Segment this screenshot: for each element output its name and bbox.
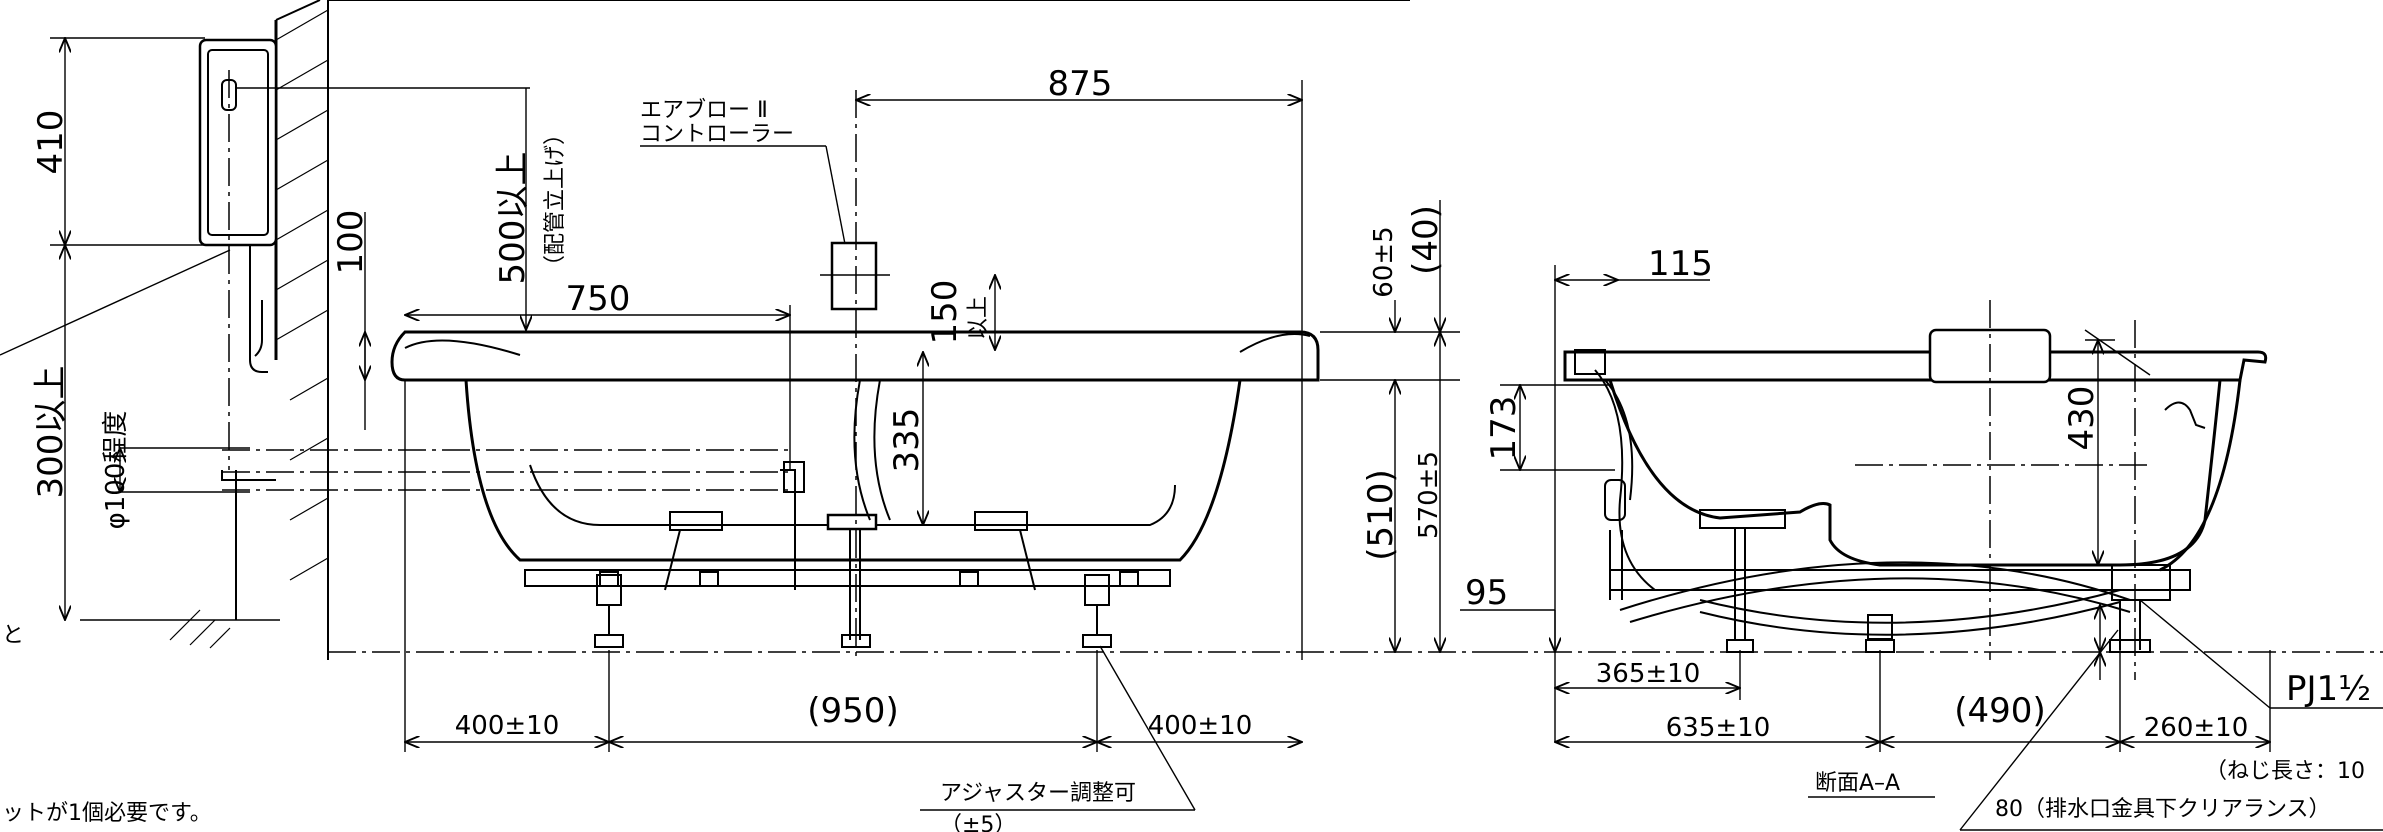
section-dimensions: 115 173 430 365±10 635±10 (490) 260±10: [1484, 244, 2270, 752]
dim-365: 365±10: [1596, 659, 1701, 689]
label-screw-length: （ねじ長さ：10: [2205, 759, 2365, 784]
dim-430: 430: [2062, 386, 2102, 451]
controller-box: [80, 38, 280, 621]
dim-490: (490): [1954, 691, 2045, 731]
dim-570: 570±5: [1414, 451, 1444, 539]
label-clearance: 80（排水口金具下クリアランス）: [1995, 797, 2331, 822]
legs-main: [594, 574, 1112, 648]
left-dimensions: 410 300以上 φ100程度 と ットが1個必要です。: [0, 38, 231, 826]
dim-410: 410: [31, 110, 71, 175]
dim-60: 60±5: [1369, 226, 1399, 297]
section-callouts: 断面A–A PJ1½ （ねじ長さ：10 80（排水口金具下クリアランス）: [1808, 599, 2383, 831]
dim-40: (40): [1406, 205, 1446, 275]
label-section: 断面A–A: [1815, 771, 1900, 796]
label-adjuster: アジャスター調整可: [940, 781, 1136, 806]
dim-635: 635±10: [1666, 713, 1771, 743]
dim-335: 335: [887, 408, 927, 473]
note-to: と: [2, 623, 24, 648]
label-controller-line2: コントローラー: [640, 122, 794, 147]
dim-115: 115: [1648, 244, 1713, 284]
dim-500-note: （配管立上げ）: [543, 123, 568, 277]
dim-510: (510): [1361, 469, 1401, 560]
dim-260: 260±10: [2144, 713, 2249, 743]
dim-150-note: 以上: [966, 296, 991, 340]
controller-label: エアブロー Ⅱ コントローラー: [640, 98, 846, 245]
dim-875: 875: [1048, 64, 1113, 104]
dim-400-left: 400±10: [455, 711, 560, 741]
center-dimensions: 875 500以上 （配管立上げ） 750 100 150 以上 335 60±…: [236, 64, 1555, 752]
section-view: [1500, 300, 2383, 680]
supply-pipes: [120, 447, 790, 493]
dim-150: 150: [925, 280, 965, 345]
dim-phi100: φ100程度: [101, 411, 131, 530]
label-adjuster-range: （±5）: [940, 813, 1016, 832]
dim-100: 100: [331, 210, 371, 275]
dim-300: 300以上: [31, 366, 71, 499]
bathtub-main: [390, 241, 1320, 562]
dim-95: 95: [1465, 573, 1508, 613]
dim-173: 173: [1484, 396, 1524, 461]
dim-400-right: 400±10: [1148, 711, 1253, 741]
label-controller-line1: エアブロー Ⅱ: [640, 98, 768, 123]
tub-plumbing: [524, 90, 1171, 660]
dim-950: (950): [807, 691, 898, 731]
label-drain-spec: PJ1½: [2286, 669, 2371, 709]
dim-750: 750: [566, 279, 631, 319]
adjuster-callout: アジャスター調整可 （±5）: [920, 645, 1196, 832]
dim-500: 500以上: [493, 152, 533, 285]
note-left: ットが1個必要です。: [2, 801, 212, 826]
floor-line: [328, 0, 1500, 653]
